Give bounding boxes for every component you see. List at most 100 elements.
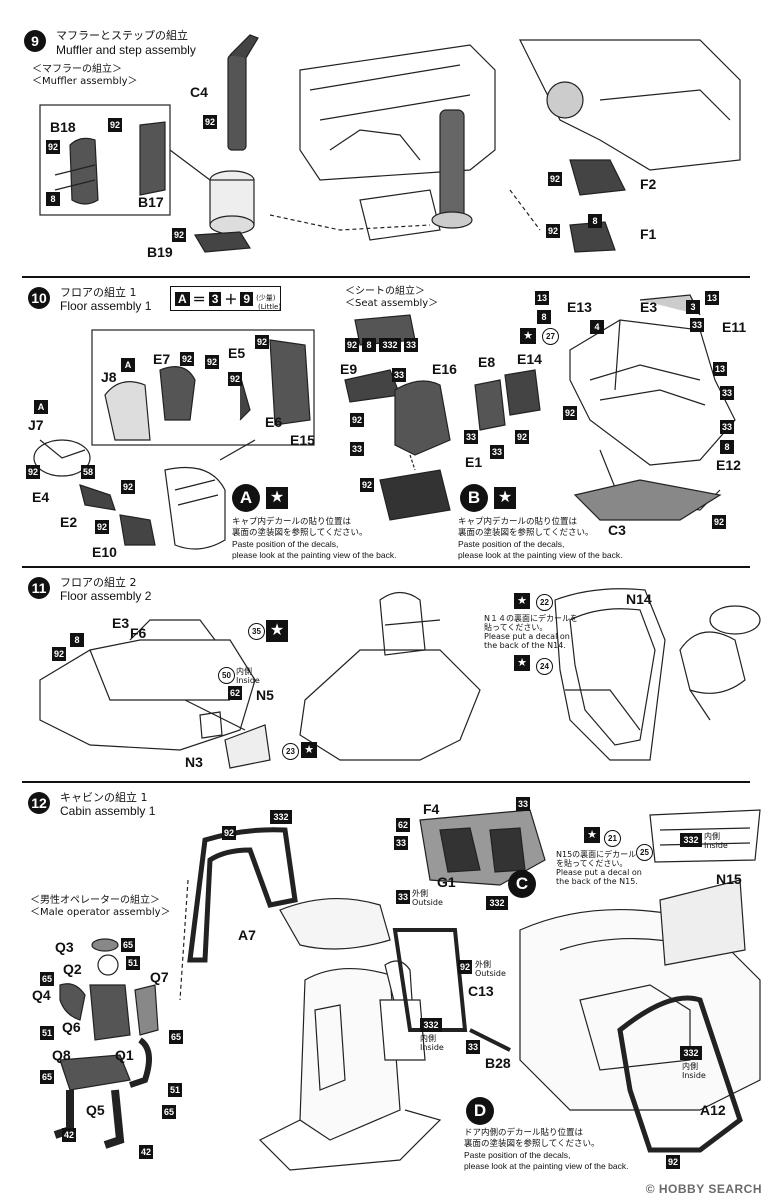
part-label: F4 xyxy=(423,801,440,817)
paint-code: 92 xyxy=(46,140,60,154)
part-label: A12 xyxy=(700,1102,726,1118)
part-label: F1 xyxy=(640,226,657,242)
side-label: 内側 Inside xyxy=(682,1062,706,1080)
paint-code: 33 xyxy=(396,890,410,904)
side-label: 外側 Outside xyxy=(475,960,506,978)
decal-number: 23 xyxy=(282,743,299,760)
star-icon: ★ xyxy=(266,620,288,642)
star-icon: ★ xyxy=(514,593,530,609)
watermark: © HOBBY SEARCH xyxy=(645,1182,762,1196)
paint-code: 62 xyxy=(396,818,410,832)
paint-code: 8 xyxy=(720,440,734,454)
step-title-jp: フロアの組立 1 xyxy=(60,286,137,299)
decal-note-n14: N１４の裏面にデカールを 貼ってください。 Please put a decal… xyxy=(484,614,578,650)
part-label: F2 xyxy=(640,176,657,192)
star-icon: ★ xyxy=(301,742,317,758)
decal-number: 21 xyxy=(604,830,621,847)
paint-code: 92 xyxy=(345,338,359,352)
paint-code: 92 xyxy=(205,355,219,369)
section-divider xyxy=(22,566,750,568)
decal-note-en: Paste position of the decals, please loo… xyxy=(458,539,623,560)
part-label: C4 xyxy=(190,84,208,100)
step-title-jp: マフラーとステップの組立 xyxy=(56,29,188,42)
part-label: Q8 xyxy=(52,1047,71,1063)
paint-code: 92 xyxy=(95,520,109,534)
part-label: E2 xyxy=(60,514,78,530)
paint-code: 33 xyxy=(394,836,408,850)
part-label: E1 xyxy=(465,454,483,470)
paint-code: 58 xyxy=(81,465,95,479)
paint-code: 33 xyxy=(392,368,406,382)
paint-code: 65 xyxy=(40,1070,54,1084)
paint-code: 92 xyxy=(666,1155,680,1169)
formula-plus: ＋ xyxy=(224,292,238,307)
step-number: 11 xyxy=(28,577,50,599)
decal-letter-c: C xyxy=(508,870,536,898)
sub-title-en: ＜Muffler assembly＞ xyxy=(32,76,138,87)
paint-code: 92 xyxy=(712,515,726,529)
part-label: E7 xyxy=(153,351,171,367)
formula-small-jp: (少量) xyxy=(256,294,276,302)
paint-code: 3 xyxy=(686,300,700,314)
paint-code: 332 xyxy=(680,833,702,847)
part-label: E4 xyxy=(32,489,50,505)
formula-n2: 9 xyxy=(240,291,254,306)
decal-letter-d: D xyxy=(466,1097,494,1125)
part-label: B28 xyxy=(485,1055,511,1071)
paint-code: 332 xyxy=(379,338,401,352)
decal-number: 22 xyxy=(536,594,553,611)
section-divider xyxy=(22,781,750,783)
decal-letter-b: B xyxy=(460,484,488,512)
paint-code: 13 xyxy=(713,362,727,376)
paint-code: 65 xyxy=(121,938,135,952)
paint-code: 65 xyxy=(162,1105,176,1119)
step-number: 9 xyxy=(24,30,46,52)
part-label: E6 xyxy=(265,414,283,430)
part-label: C3 xyxy=(608,522,626,538)
paint-code: 65 xyxy=(169,1030,183,1044)
paint-code: 92 xyxy=(222,826,236,840)
side-label: 外側 Outside xyxy=(412,889,443,907)
part-label: J8 xyxy=(101,369,117,385)
part-label: E8 xyxy=(478,354,496,370)
part-label: G1 xyxy=(437,874,456,890)
paint-code: 92 xyxy=(228,372,242,386)
step-title-en: Cabin assembly 1 xyxy=(60,804,156,818)
paint-code: 92 xyxy=(172,228,186,242)
paint-code: 62 xyxy=(228,686,242,700)
sub-title-en: ＜Seat assembly＞ xyxy=(345,298,439,309)
paint-code: 332 xyxy=(680,1046,702,1060)
decal-note-jp: キャプ内デカールの貼り位置は 裏面の塗装図を参照してください。 xyxy=(458,517,594,538)
step-title-en: Floor assembly 1 xyxy=(60,299,152,313)
paint-code: 332 xyxy=(420,1018,442,1032)
part-label: E3 xyxy=(112,615,130,631)
decal-note-en: Paste position of the decals, please loo… xyxy=(464,1150,629,1171)
paint-code: 42 xyxy=(62,1128,76,1142)
part-label: E12 xyxy=(716,457,741,473)
paint-code: 92 xyxy=(52,647,66,661)
paint-code: 65 xyxy=(40,972,54,986)
part-label: E16 xyxy=(432,361,457,377)
part-label: Q5 xyxy=(86,1102,105,1118)
part-label: Q4 xyxy=(32,987,51,1003)
star-icon: ★ xyxy=(266,487,288,509)
letter-a: A xyxy=(34,400,48,414)
star-icon: ★ xyxy=(494,487,516,509)
part-label: J7 xyxy=(28,417,44,433)
sub-title-en: ＜Male operator assembly＞ xyxy=(30,907,171,918)
decal-number: 50 xyxy=(218,667,235,684)
step-number: 10 xyxy=(28,287,50,309)
part-label: N14 xyxy=(626,591,652,607)
sub-title-jp: ＜男性オペレーターの組立＞ xyxy=(30,895,160,906)
paint-code: 8 xyxy=(588,214,602,228)
paint-code: 92 xyxy=(515,430,529,444)
paint-code: 33 xyxy=(516,797,530,811)
decal-note-jp: ドア内側のデカール貼り位置は 裏面の塗装図を参照してください。 xyxy=(464,1128,600,1149)
paint-code: 92 xyxy=(121,480,135,494)
paint-code: 92 xyxy=(548,172,562,186)
section-divider xyxy=(22,276,750,278)
part-label: B19 xyxy=(147,244,173,260)
paint-code: 332 xyxy=(270,810,292,824)
part-label: N15 xyxy=(716,871,742,887)
paint-code: 51 xyxy=(168,1083,182,1097)
